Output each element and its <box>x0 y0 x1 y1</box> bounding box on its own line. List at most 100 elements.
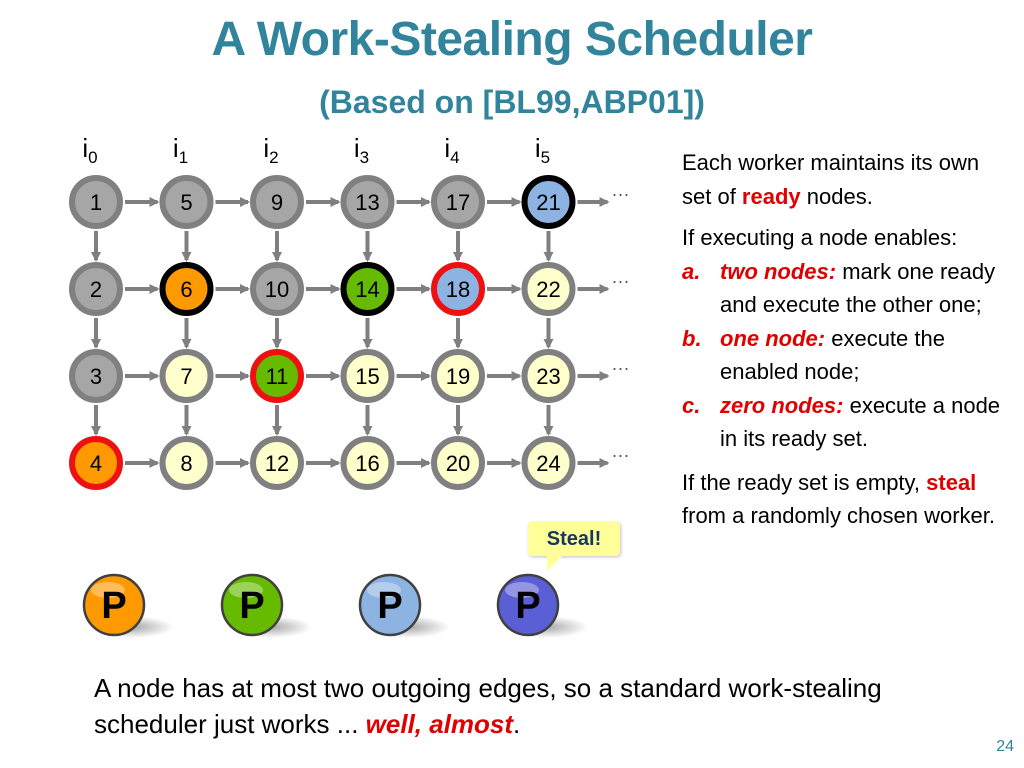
steal-callout-tail <box>547 555 563 571</box>
slide-title: A Work-Stealing Scheduler <box>211 13 813 66</box>
side-paragraph-enables: If executing a node enables: <box>682 225 958 250</box>
dag-node-label: 7 <box>180 364 192 389</box>
list-marker: b. <box>682 325 702 351</box>
list-emphasis: one node: <box>720 325 826 351</box>
dag-node <box>250 175 304 229</box>
steal-callout: Steal! <box>528 522 620 556</box>
column-label: i0 <box>82 133 97 167</box>
dag-node <box>69 262 123 316</box>
dag-node-label: 16 <box>355 451 379 476</box>
dag-node <box>250 436 304 490</box>
dag-node-label: 1 <box>90 190 102 215</box>
list-text: execute the enabled node; <box>720 325 945 385</box>
list-text: execute a node in its ready set. <box>720 392 1001 452</box>
row-continuation: ··· <box>612 445 630 465</box>
dag-node <box>521 436 576 490</box>
dag-node-label: 10 <box>265 277 289 302</box>
dag-node <box>159 262 214 316</box>
dag-node-label: 2 <box>90 277 102 302</box>
list-marker: c. <box>682 392 701 418</box>
column-label: i3 <box>354 133 369 167</box>
processor-icon <box>220 573 284 637</box>
dag-node-label: 23 <box>536 364 560 389</box>
dag-node <box>431 175 485 229</box>
bottom-text-end: . <box>513 709 521 739</box>
dag-node <box>69 436 123 490</box>
dag-node-label: 11 <box>266 364 289 389</box>
dag-node-label: 18 <box>446 277 470 302</box>
processor-highlight <box>505 582 539 598</box>
page-number: 24 <box>996 738 1014 755</box>
list-emphasis: zero nodes: <box>720 392 844 418</box>
dag-node <box>340 175 395 229</box>
processor-icon <box>496 573 560 637</box>
column-label: i1 <box>173 133 188 167</box>
processor-highlight <box>229 582 263 598</box>
dag-node-label: 17 <box>446 190 470 215</box>
dag-node <box>431 436 485 490</box>
dag-node-label: 20 <box>446 451 470 476</box>
bottom-text: A node has at most two outgoing edges, s… <box>94 673 882 739</box>
dag-node <box>159 175 214 229</box>
dag-node-label: 14 <box>355 277 379 302</box>
dag-node-label: 9 <box>271 190 283 215</box>
processor-highlight <box>91 582 125 598</box>
dag-node-label: 13 <box>355 190 379 215</box>
list-item: b. one node: execute the enabled node; <box>682 322 1012 389</box>
dag-node <box>431 262 485 316</box>
processor-icon <box>82 573 146 637</box>
dag-node-label: 15 <box>355 364 379 389</box>
dag-node <box>521 175 576 229</box>
dag-node-label: 4 <box>90 451 102 476</box>
dag-node <box>159 349 214 403</box>
bottom-emphasis: well, almost <box>365 709 514 739</box>
dag-node-label: 8 <box>180 451 192 476</box>
dag-node-label: 6 <box>180 277 192 302</box>
steal-keyword: steal <box>926 469 977 495</box>
bottom-note: A node has at most two outgoing edges, s… <box>94 670 994 742</box>
processor-label: P <box>101 585 126 627</box>
side-text: Each worker maintains its own set of <box>682 150 980 209</box>
side-paragraph-steal: If the ready set is empty, steal from a … <box>682 466 1012 533</box>
processor-highlight <box>367 582 401 598</box>
list-item: a.two nodes: mark one ready and execute … <box>682 255 1012 322</box>
dag-node-label: 24 <box>536 451 560 476</box>
dag-node <box>250 262 304 316</box>
processor-label: P <box>239 585 264 627</box>
column-label: i5 <box>535 133 550 167</box>
dag-node <box>521 262 576 316</box>
row-continuation: ··· <box>612 184 630 204</box>
side-explanation: Each worker maintains its own set of rea… <box>682 146 1012 541</box>
row-continuation: ··· <box>612 271 630 291</box>
dag-node <box>69 349 123 403</box>
column-label: i4 <box>444 133 459 167</box>
dag-node <box>340 436 395 490</box>
dag-node-label: 12 <box>265 451 289 476</box>
list-text: mark one ready and execute the other one… <box>720 258 996 318</box>
dag-node <box>340 349 395 403</box>
dag-node-label: 22 <box>536 277 560 302</box>
side-text: from a randomly chosen worker. <box>682 503 996 528</box>
processor-icon <box>358 573 422 637</box>
dag-node <box>159 436 214 490</box>
list-emphasis: two nodes: <box>720 258 837 284</box>
row-continuation: ··· <box>612 358 630 378</box>
side-text: nodes. <box>800 183 873 209</box>
list-item: c. zero nodes: execute a node in its read… <box>682 389 1012 456</box>
side-paragraph-workers: Each worker maintains its own set of rea… <box>682 146 1012 213</box>
dag-node <box>69 175 123 229</box>
processor-label: P <box>515 585 540 627</box>
dag-node <box>521 349 576 403</box>
dag-node-label: 19 <box>446 364 470 389</box>
side-text: If the ready set is empty, <box>682 469 927 495</box>
dag-node-label: 5 <box>180 190 192 215</box>
slide-subtitle: (Based on [BL99,ABP01]) <box>319 84 705 120</box>
column-label: i2 <box>263 133 278 167</box>
dag-node <box>431 349 485 403</box>
ready-keyword: ready <box>741 183 801 209</box>
processor-label: P <box>377 585 402 627</box>
dag-node <box>250 349 304 403</box>
dag-node-label: 21 <box>536 190 560 215</box>
dag-node <box>340 262 395 316</box>
